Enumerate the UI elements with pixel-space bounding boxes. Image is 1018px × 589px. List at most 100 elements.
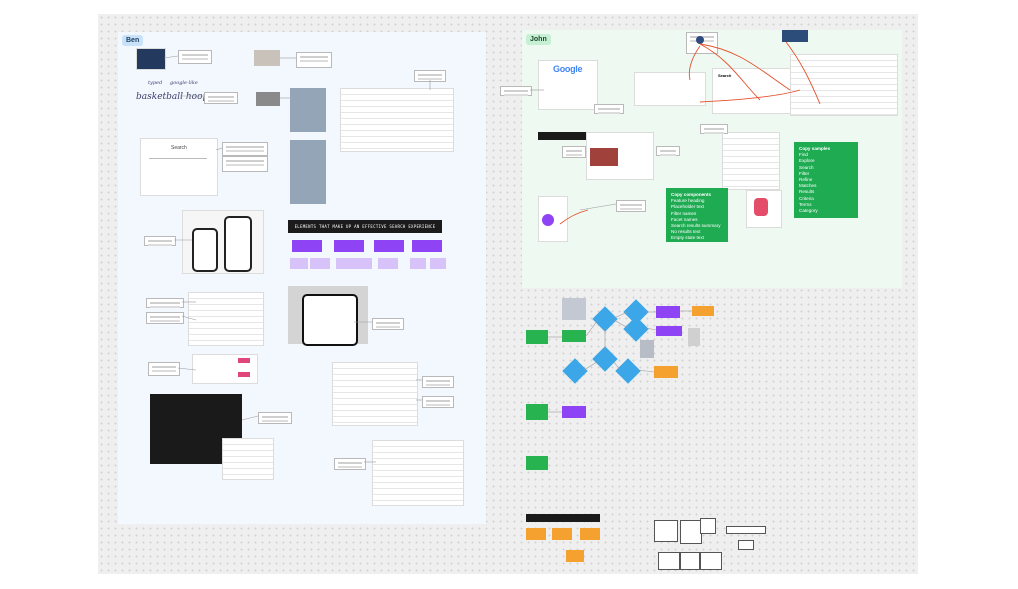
flow-box-orange[interactable] (654, 366, 678, 378)
wireframe-sketch[interactable] (680, 520, 702, 544)
screenshot-dropdown[interactable] (222, 438, 274, 480)
screenshot-google[interactable]: Google (538, 60, 598, 110)
sticky-note[interactable] (372, 318, 404, 330)
copy-component-item: Facet names (671, 216, 698, 222)
phone-mockup (302, 294, 358, 346)
wireframe-sketch[interactable] (700, 552, 722, 570)
wireframe-sketch[interactable] (726, 526, 766, 534)
screenshot-filter-page[interactable] (790, 54, 898, 116)
sticky-note[interactable] (414, 70, 446, 82)
sticky-note[interactable] (700, 124, 728, 134)
flow-box-orange[interactable] (552, 528, 572, 540)
wireframe-sketch[interactable] (658, 552, 680, 570)
element-box-lavender[interactable] (378, 258, 398, 269)
flow-box-purple[interactable] (656, 306, 680, 318)
element-box-purple[interactable] (374, 240, 404, 252)
ben-section-label[interactable]: Ben (122, 35, 144, 46)
flow-screenshot[interactable] (688, 328, 700, 346)
sticky-note[interactable] (334, 458, 366, 470)
screenshot-list[interactable] (188, 292, 264, 346)
handwritten-label-google: google-like (170, 80, 198, 86)
wireframe-sketch[interactable] (680, 552, 700, 570)
element-box-lavender[interactable] (410, 258, 426, 269)
screenshot-thumbnail[interactable] (254, 50, 280, 66)
copy-sample-item: Search (799, 164, 814, 170)
screenshot-search-suggestion[interactable] (136, 48, 166, 70)
copy-sample-item: Explore (799, 158, 815, 164)
flow-box[interactable] (562, 330, 586, 342)
element-box-lavender[interactable] (290, 258, 308, 269)
screenshot-table[interactable] (372, 440, 464, 506)
sticky-note[interactable] (500, 86, 532, 96)
sticky-note[interactable] (422, 396, 454, 408)
flow-box-orange[interactable] (692, 306, 714, 316)
pie-chart-thumbnail (542, 214, 554, 226)
wireframe-sketch[interactable] (654, 520, 678, 542)
sticky-note[interactable] (204, 92, 238, 104)
wireframe-sketch[interactable] (700, 518, 716, 534)
screenshot-search-bar[interactable] (634, 72, 706, 106)
sticky-note[interactable] (422, 376, 454, 388)
search-card-input[interactable] (149, 154, 207, 159)
sticky-note[interactable] (146, 312, 184, 324)
sticky-note[interactable] (222, 156, 268, 172)
screenshot-thumbnail[interactable] (256, 92, 280, 106)
flow-box-orange[interactable] (580, 528, 600, 540)
sticky-note[interactable] (656, 146, 680, 156)
copy-sample-item: Filter (799, 170, 810, 176)
sticky-note[interactable] (222, 142, 268, 156)
sticky-note[interactable] (594, 104, 624, 114)
header-dark-bar[interactable] (526, 514, 600, 522)
flow-start-box[interactable] (526, 330, 548, 344)
sticky-note[interactable] (296, 52, 332, 68)
annotation-card[interactable] (290, 140, 326, 204)
element-box-purple[interactable] (334, 240, 364, 252)
screenshot-table[interactable] (332, 362, 418, 426)
search-button-pink[interactable] (238, 358, 250, 363)
copy-component-item: Placeholder text (671, 204, 704, 210)
flow-box-purple[interactable] (562, 406, 586, 418)
sticky-note[interactable] (144, 236, 176, 246)
element-box-purple[interactable] (412, 240, 442, 252)
flow-box[interactable] (526, 404, 548, 420)
handwritten-sketch-text: basketball hoop (136, 92, 209, 102)
annotation-card[interactable] (290, 88, 326, 132)
element-box-lavender[interactable] (352, 258, 372, 269)
screenshot-dark-bar[interactable] (538, 132, 600, 140)
phone-mockup (192, 228, 218, 272)
sticky-note[interactable] (148, 362, 180, 376)
copy-samples-card[interactable]: Copy samples Find Explore Search Filter … (794, 142, 858, 218)
flow-box-orange[interactable] (566, 550, 584, 562)
sticky-note[interactable] (146, 298, 184, 308)
flow-box[interactable] (526, 456, 548, 470)
search-button-pink[interactable] (238, 372, 250, 377)
screenshot-search-results[interactable] (722, 132, 780, 190)
screenshot-search-card[interactable]: Search (140, 138, 218, 196)
wireframe-sketch[interactable] (738, 540, 754, 550)
element-box-lavender[interactable] (336, 258, 356, 269)
screenshot-search-page[interactable]: Search (712, 68, 794, 114)
illustration (754, 198, 768, 216)
search-page-header: Search (718, 73, 732, 78)
sticky-note[interactable] (178, 50, 212, 64)
flow-screenshot[interactable] (640, 340, 654, 358)
header-dark-blue[interactable] (782, 30, 808, 42)
copy-component-item: No results text (671, 229, 701, 235)
copy-sample-item: Terms (799, 201, 812, 207)
avatar (696, 36, 704, 44)
element-box-lavender[interactable] (310, 258, 330, 269)
flow-screenshot[interactable] (562, 298, 586, 320)
elements-banner[interactable]: ELEMENTS THAT MAKE UP AN EFFECTIVE SEARC… (288, 220, 442, 233)
sticky-note[interactable] (616, 200, 646, 212)
copy-components-title: Copy components (671, 192, 712, 197)
screenshot-search-results[interactable] (340, 88, 454, 152)
copy-components-card[interactable]: Copy components Feature heading Placehol… (666, 188, 728, 242)
element-box-purple[interactable] (292, 240, 322, 252)
google-logo: Google (553, 64, 583, 74)
john-section-label[interactable]: John (526, 34, 551, 45)
flow-box-orange[interactable] (526, 528, 546, 540)
sticky-note[interactable] (562, 146, 586, 158)
flow-box-purple[interactable] (656, 326, 682, 336)
element-box-lavender[interactable] (430, 258, 446, 269)
sticky-note[interactable] (258, 412, 292, 424)
